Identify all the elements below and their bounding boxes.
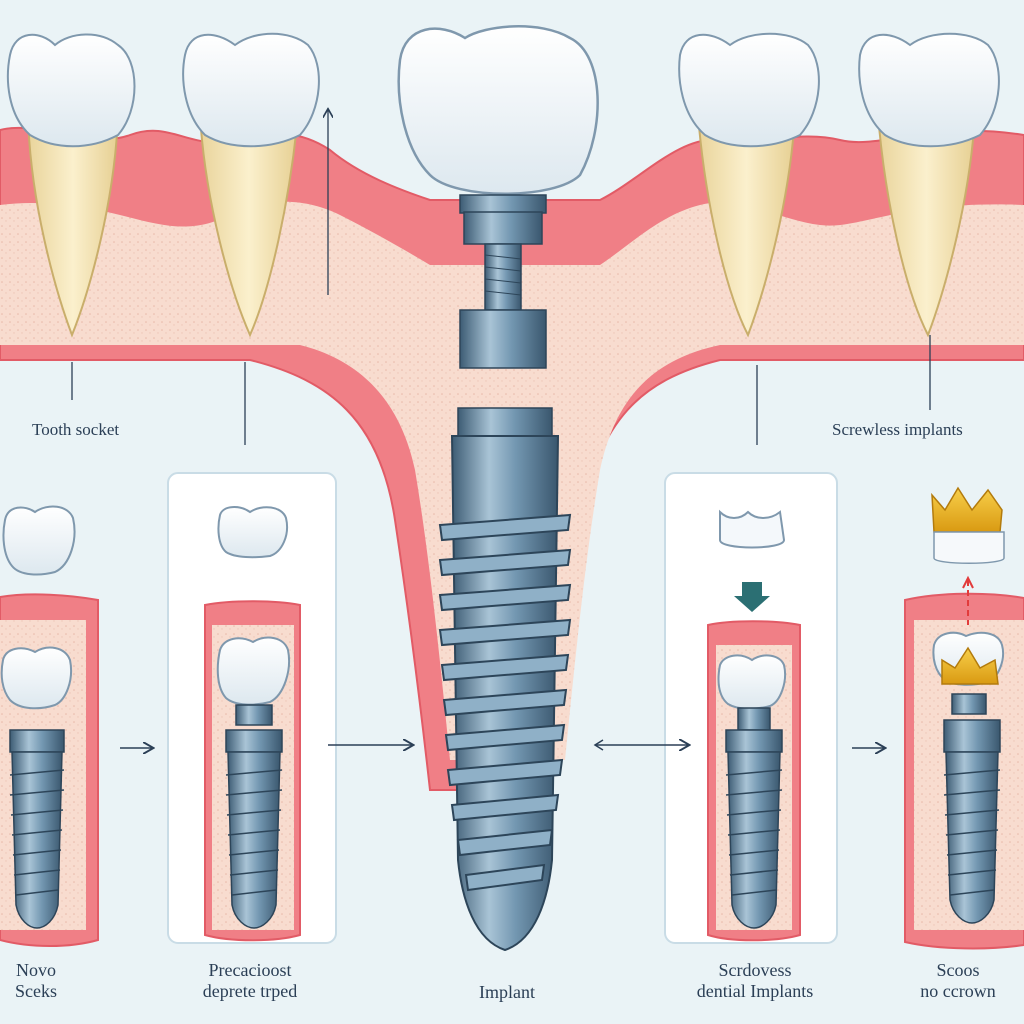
- leader-lines: [71, 110, 931, 445]
- label-panel-4-line-2: dential Implants: [696, 980, 814, 1001]
- label-implant: Implant: [479, 982, 535, 1002]
- natural-tooth-3: [678, 32, 820, 338]
- label-panel-2: Precacioost deprete trped: [203, 960, 297, 1001]
- panel-4: [664, 472, 838, 944]
- natural-tooth-2: [182, 32, 320, 338]
- center-crown: [397, 25, 599, 195]
- label-panel-1: Novo Sceks: [15, 960, 57, 1001]
- label-screwless-implants: Screwless implants: [832, 420, 963, 439]
- label-panel-4: Scrdovess dential Implants: [697, 960, 813, 1001]
- label-panel-2-line-2: deprete trped: [202, 980, 298, 1001]
- label-panel-2-line-1: Precacioost: [208, 960, 292, 980]
- natural-tooth-4: [858, 32, 1000, 338]
- panel-2: [167, 472, 337, 944]
- label-panel-5: Scoos no ccrown: [920, 960, 995, 1001]
- label-panel-1-line-1: Novo: [16, 960, 56, 980]
- label-panel-5-line-2: no ccrown: [920, 980, 996, 1001]
- label-tooth-socket: Tooth socket: [32, 420, 120, 439]
- center-implant: [438, 407, 572, 952]
- down-arrow-icon: [734, 582, 770, 612]
- natural-tooth-1: [6, 33, 136, 338]
- panel-5: [904, 486, 1024, 950]
- label-panel-1-line-2: Sceks: [15, 980, 57, 1001]
- panel-1: [0, 505, 99, 947]
- label-panel-4-line-1: Scrdovess: [718, 960, 792, 980]
- gold-crown-icon: [931, 486, 1003, 533]
- flow-arrows: [120, 740, 884, 750]
- label-panel-5-line-1: Scoos: [936, 960, 980, 980]
- abutment: [459, 194, 547, 369]
